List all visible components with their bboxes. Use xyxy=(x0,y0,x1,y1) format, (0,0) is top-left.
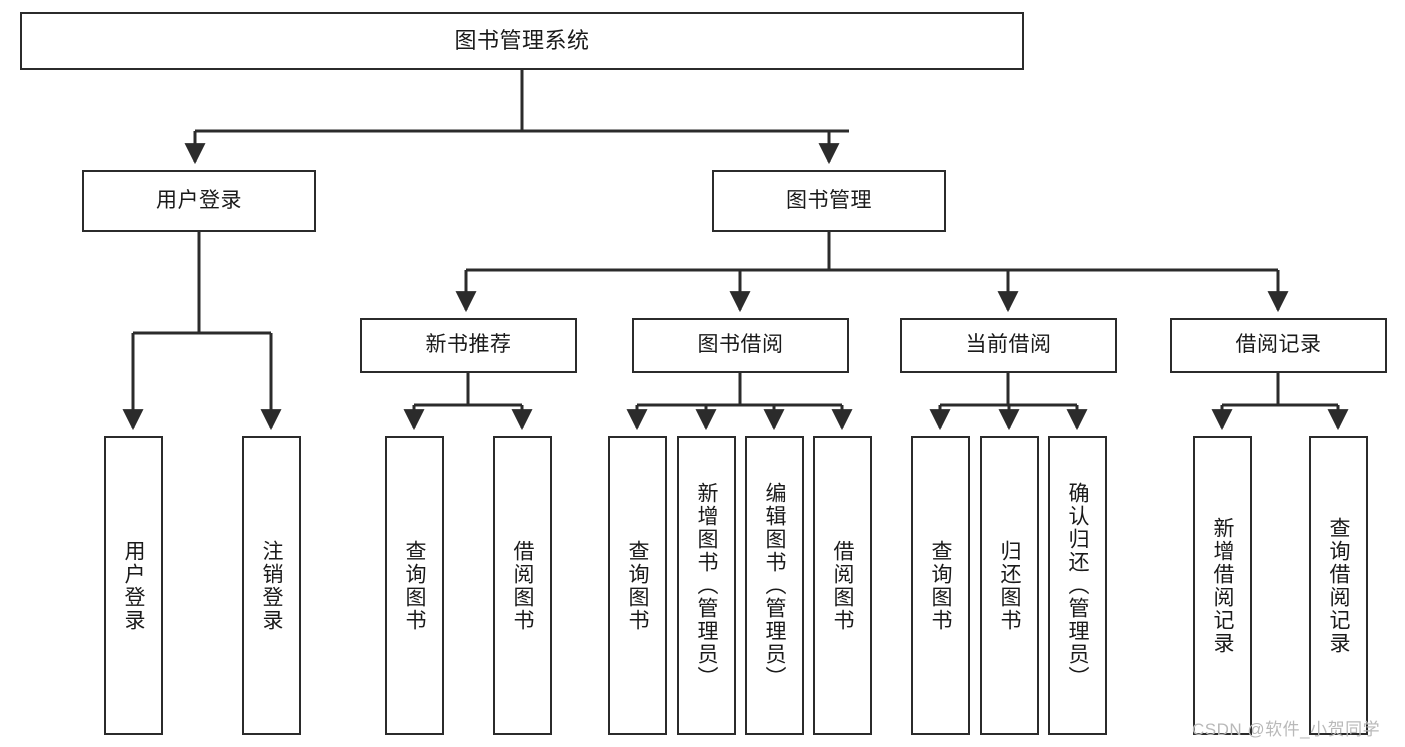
node-leaf-borrow-book-1-label: 借阅图书 xyxy=(511,539,534,632)
node-leaf-logout-label: 注销登录 xyxy=(260,539,283,632)
node-leaf-user-login[interactable]: 用户登录 xyxy=(104,436,163,735)
node-leaf-query-book-2[interactable]: 查询图书 xyxy=(608,436,667,735)
node-leaf-user-login-label: 用户登录 xyxy=(122,539,145,632)
node-user-login[interactable]: 用户登录 xyxy=(82,170,316,232)
node-borrow-record-label: 借阅记录 xyxy=(1235,333,1322,357)
node-leaf-return-book[interactable]: 归还图书 xyxy=(980,436,1039,735)
node-new-book-rec-label: 新书推荐 xyxy=(425,333,512,357)
node-leaf-query-record-label: 查询借阅记录 xyxy=(1327,516,1350,655)
node-leaf-query-book-2-label: 查询图书 xyxy=(626,539,649,632)
watermark: CSDN @软件_小贺同学 xyxy=(1192,720,1381,739)
node-book-borrow-label: 图书借阅 xyxy=(697,333,784,357)
node-leaf-query-book-3[interactable]: 查询图书 xyxy=(911,436,970,735)
node-user-login-label: 用户登录 xyxy=(156,188,242,212)
node-leaf-add-book[interactable]: 新增图书（管理员） xyxy=(677,436,736,735)
node-leaf-query-book-1-label: 查询图书 xyxy=(403,539,426,632)
node-current-borrow[interactable]: 当前借阅 xyxy=(900,318,1117,373)
node-leaf-query-book-3-label: 查询图书 xyxy=(929,539,952,632)
node-leaf-edit-book[interactable]: 编辑图书（管理员） xyxy=(745,436,804,735)
node-leaf-add-record[interactable]: 新增借阅记录 xyxy=(1193,436,1252,735)
node-leaf-return-book-label: 归还图书 xyxy=(998,539,1021,632)
node-leaf-logout[interactable]: 注销登录 xyxy=(242,436,301,735)
node-borrow-record[interactable]: 借阅记录 xyxy=(1170,318,1387,373)
node-current-borrow-label: 当前借阅 xyxy=(965,333,1052,357)
node-leaf-query-record[interactable]: 查询借阅记录 xyxy=(1309,436,1368,735)
node-leaf-borrow-book-2-label: 借阅图书 xyxy=(831,539,854,632)
node-leaf-borrow-book-2[interactable]: 借阅图书 xyxy=(813,436,872,735)
node-leaf-confirm-return[interactable]: 确认归还（管理员） xyxy=(1048,436,1107,735)
node-leaf-edit-book-label: 编辑图书（管理员） xyxy=(763,482,786,689)
node-leaf-borrow-book-1[interactable]: 借阅图书 xyxy=(493,436,552,735)
node-leaf-confirm-return-label: 确认归还（管理员） xyxy=(1066,482,1089,689)
node-root-label: 图书管理系统 xyxy=(454,28,590,54)
node-book-manage-label: 图书管理 xyxy=(786,188,872,212)
node-book-borrow[interactable]: 图书借阅 xyxy=(632,318,849,373)
node-book-manage[interactable]: 图书管理 xyxy=(712,170,946,232)
node-new-book-rec[interactable]: 新书推荐 xyxy=(360,318,577,373)
node-leaf-query-book-1[interactable]: 查询图书 xyxy=(385,436,444,735)
node-root[interactable]: 图书管理系统 xyxy=(20,12,1024,70)
node-leaf-add-book-label: 新增图书（管理员） xyxy=(695,482,718,689)
node-leaf-add-record-label: 新增借阅记录 xyxy=(1211,516,1234,655)
